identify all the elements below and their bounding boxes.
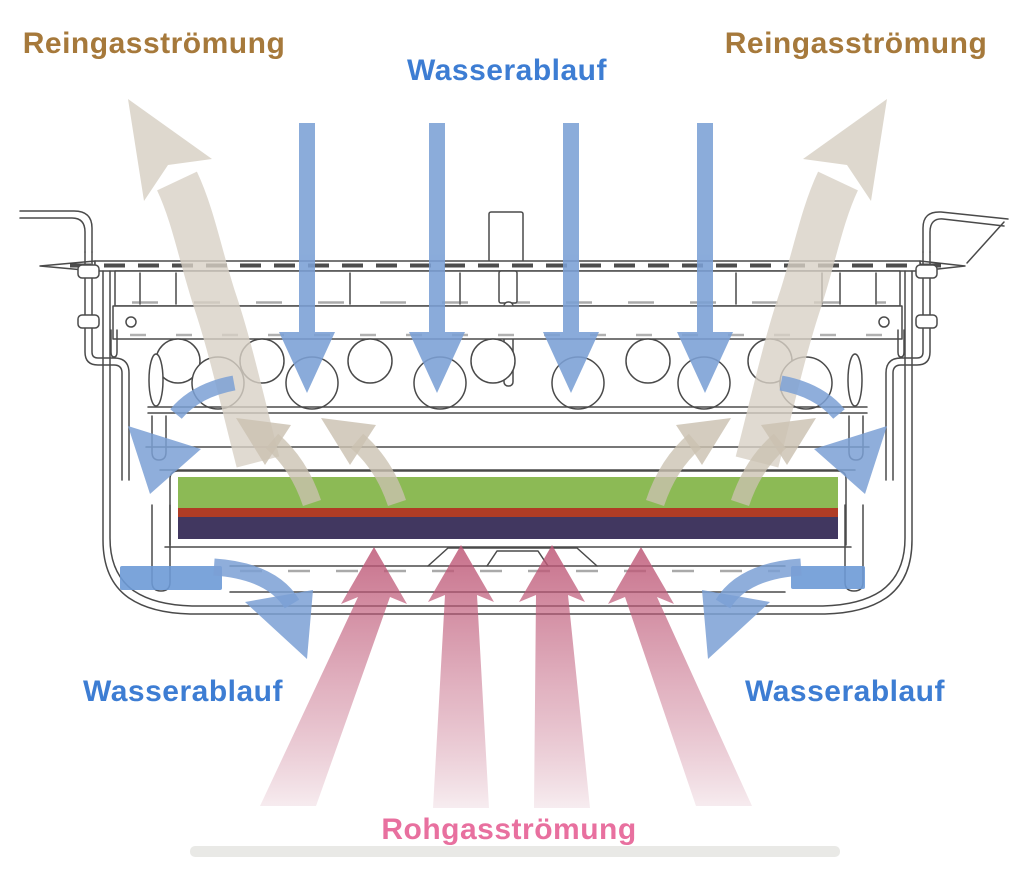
- clean-gas-arrow-left: [128, 99, 280, 468]
- clean-gas-arrow-inner-right-2: [730, 418, 816, 507]
- water-drain-arrow-right: [702, 558, 802, 659]
- label-water-inlet-top: Wasserablauf: [407, 54, 607, 87]
- label-clean-gas-right: Reingasströmung: [725, 27, 988, 60]
- clean-gas-arrow-inner-left-1: [236, 418, 322, 507]
- clean-gas-arrow-right: [735, 99, 887, 468]
- water-inlet-arrow-2: [409, 123, 465, 393]
- label-raw-gas-bottom: Rohgasströmung: [381, 813, 636, 846]
- filter-bed: [178, 477, 838, 539]
- lid-handle-tab: [488, 211, 524, 263]
- water-inlet-arrow-1: [279, 123, 335, 393]
- apparatus-line-art: [19, 210, 1009, 615]
- water-drain-arrow-left: [213, 558, 313, 659]
- water-wall-arrow-right: [779, 375, 887, 494]
- raw-gas-arrow-4: [608, 547, 752, 806]
- clean-gas-arrow-inner-right-1: [645, 418, 731, 507]
- water-pool-right: [791, 566, 865, 589]
- water-inlet-arrow-3: [543, 123, 599, 393]
- water-inlet-arrow-4: [677, 123, 733, 393]
- label-water-drain-left: Wasserablauf: [83, 675, 283, 708]
- label-clean-gas-left: Reingasströmung: [23, 27, 286, 60]
- filter-layer-green: [178, 477, 838, 508]
- raw-gas-arrow-2: [428, 545, 494, 808]
- label-water-drain-right: Wasserablauf: [745, 675, 945, 708]
- water-inlet-arrows: [279, 123, 733, 393]
- raw-gas-arrow-1: [260, 547, 407, 806]
- hanger-bracket-right: [885, 211, 1009, 481]
- filter-layer-red: [178, 508, 838, 517]
- container-outer-wall: [102, 270, 913, 615]
- raw-gas-arrows: [260, 545, 752, 808]
- hanger-bracket-left: [19, 210, 130, 481]
- ground-shadow: [190, 846, 840, 857]
- water-pool-left: [120, 566, 222, 590]
- filter-layer-purple: [178, 517, 838, 539]
- raw-gas-arrow-3: [519, 545, 590, 808]
- water-wall-arrow-left: [128, 375, 236, 494]
- clean-gas-arrow-inner-left-2: [321, 418, 407, 507]
